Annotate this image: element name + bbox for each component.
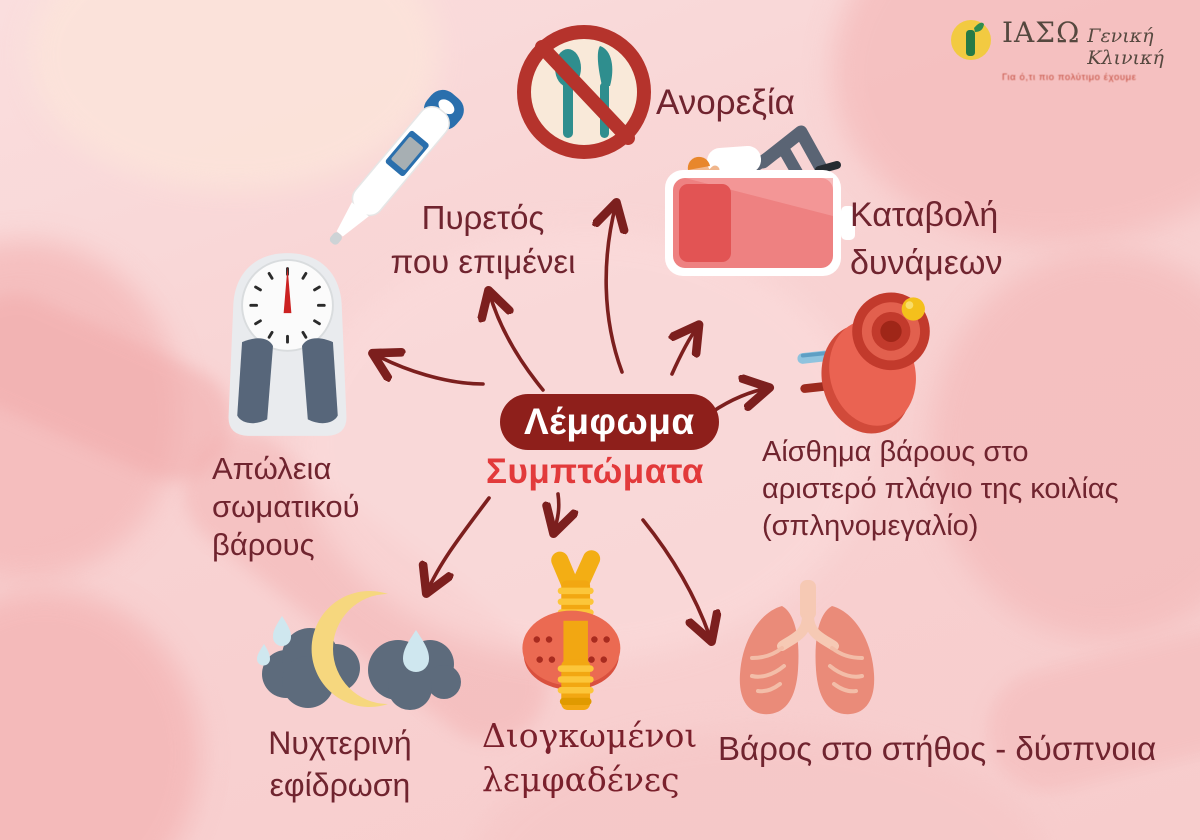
moon-cloud-icon (248, 572, 463, 727)
spleen-icon (795, 278, 955, 438)
label-anorexia: Ανορεξία (656, 83, 795, 122)
lungs-icon (712, 578, 902, 723)
scale-icon (215, 242, 360, 447)
background-blob (930, 250, 1200, 640)
label-lymph-nodes: Διογκωμένοι λεμφαδένες (482, 716, 698, 799)
battery-person-icon (655, 118, 875, 288)
label-weight-loss: Απώλεια σωματικού βάρους (212, 451, 360, 562)
label-fatigue: Καταβολή δυνάμεων (850, 196, 1003, 282)
brand-name: ΙΑΣΩ (1002, 16, 1081, 49)
thermometer-icon (300, 68, 490, 268)
iaso-logo-icon (951, 20, 991, 60)
clinic-logo: ΙΑΣΩ Γενική Κλινική Για ό,τι πιο πολύτιμ… (948, 16, 1198, 83)
no-food-icon (512, 20, 657, 165)
lymph-node-icon (508, 550, 634, 716)
label-splenomegaly: Αίσθημα βάρους στο αριστερό πλάγιο της κ… (762, 436, 1119, 542)
label-fever: Πυρετός που επιμένει (390, 199, 576, 280)
brand-suffix: Γενική Κλινική (1087, 25, 1164, 69)
background-blob (0, 590, 200, 840)
central-subtitle: Συμπτώματα (486, 452, 704, 491)
label-dyspnea: Βάρος στο στήθος - δύσπνοια (718, 730, 1157, 767)
central-title-pill: Λέμφωμα (500, 394, 719, 450)
brand-tagline: Για ό,τι πιο πολύτιμο έχουμε (1002, 72, 1137, 83)
label-night-sweats: Νυχτερινή εφίδρωση (268, 725, 412, 804)
